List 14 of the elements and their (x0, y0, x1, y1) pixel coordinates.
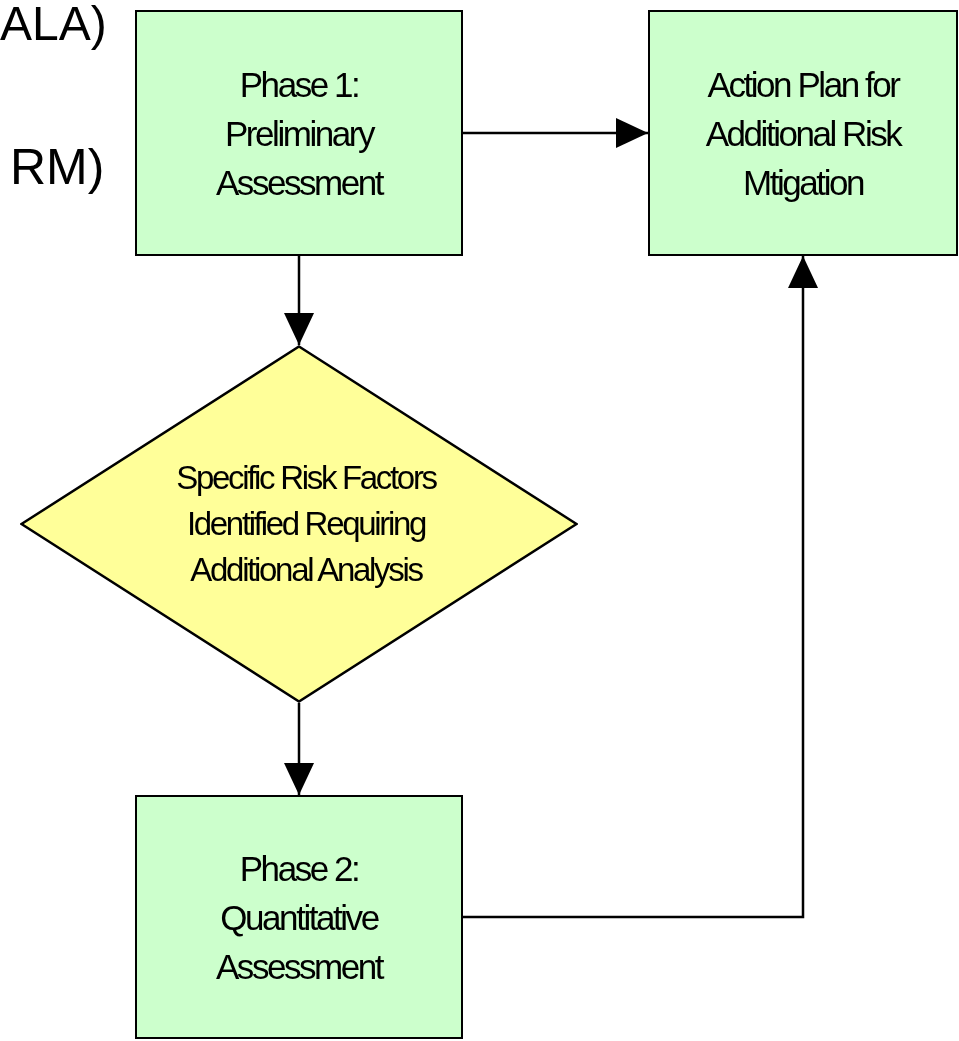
arrow (284, 703, 314, 795)
arrow (463, 256, 818, 919)
arrow (284, 256, 314, 345)
cut-off-text: RM) (10, 142, 105, 192)
node-text: Specific Risk Factors Identified Requiring Additional Analysis (175, 457, 437, 591)
node-text: Phase 1: Preliminary Assessment (214, 63, 384, 204)
node-text: Phase 2: Quantitative Assessment (214, 847, 384, 988)
arrow (463, 118, 648, 148)
process-box (135, 795, 463, 1039)
decision-diamond (20, 345, 578, 703)
node-text: Action Plan for Additional Risk Mtigation (704, 63, 903, 204)
cut-off-text: ALA) (0, 0, 107, 48)
process-box (135, 10, 463, 256)
process-box (648, 10, 958, 256)
